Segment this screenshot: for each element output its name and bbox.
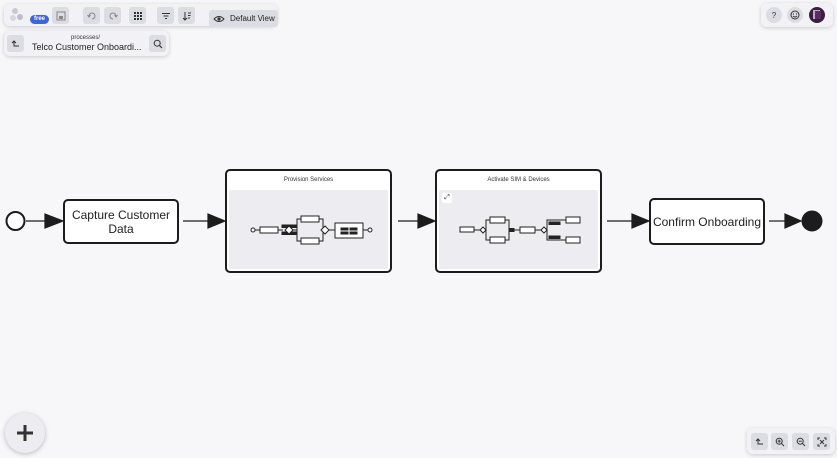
start-event[interactable] xyxy=(5,211,26,231)
reset-view-button[interactable] xyxy=(751,433,768,450)
view-label: Default View xyxy=(230,14,275,23)
save-icon xyxy=(56,11,65,20)
zoom-out-icon xyxy=(796,437,805,446)
subprocess-preview: ⤢ xyxy=(439,190,598,269)
user-controls: ? xyxy=(761,3,833,27)
save-button[interactable] xyxy=(52,7,69,24)
zoom-in-button[interactable] xyxy=(771,433,788,450)
help-icon: ? xyxy=(771,10,777,20)
task-confirm-onboarding[interactable]: Confirm Onboarding xyxy=(649,198,765,245)
zoom-out-button[interactable] xyxy=(792,433,809,450)
back-icon xyxy=(755,437,763,444)
view-selector[interactable]: Default View xyxy=(209,10,278,27)
task-label-line2: Data xyxy=(108,221,134,236)
eye-icon xyxy=(213,15,225,22)
zoom-controls xyxy=(747,428,835,454)
task-label-line1: Capture Customer xyxy=(71,207,171,222)
search-button[interactable] xyxy=(149,35,166,52)
filter-button[interactable] xyxy=(157,7,174,24)
filter-icon xyxy=(161,12,170,19)
fit-view-button[interactable] xyxy=(813,433,830,450)
task-capture-customer-data[interactable]: Capture Customer Data xyxy=(63,199,179,244)
task-label: Confirm Onboarding xyxy=(652,214,762,229)
end-event[interactable] xyxy=(801,210,823,232)
undo-icon xyxy=(86,12,95,19)
process-name[interactable]: Telco Customer Onboardi... xyxy=(32,42,142,52)
redo-button[interactable] xyxy=(104,7,121,24)
plus-icon xyxy=(17,425,33,441)
expand-icon[interactable]: ⤢ xyxy=(442,193,452,203)
undo-button[interactable] xyxy=(83,7,100,24)
subprocess-title: Provision Services xyxy=(283,177,334,183)
logo-icon[interactable] xyxy=(9,7,27,28)
redo-icon xyxy=(109,12,118,19)
sort-icon xyxy=(182,11,191,21)
feedback-button[interactable] xyxy=(787,7,803,23)
zoom-in-icon xyxy=(775,437,784,446)
search-icon xyxy=(153,39,162,48)
fit-icon xyxy=(817,437,826,446)
main-toolbar: free Default View xyxy=(4,4,278,28)
process-breadcrumb-bar xyxy=(4,31,169,56)
subprocess-title: Activate SIM & Devices xyxy=(487,177,550,183)
back-button[interactable] xyxy=(7,35,24,52)
process-path-prefix: processes/ xyxy=(71,35,101,41)
avatar[interactable] xyxy=(809,7,825,23)
plan-badge: free xyxy=(30,15,50,24)
subprocess-activate-sim-devices[interactable]: Activate SIM & Devices ⤢ xyxy=(435,169,602,273)
sort-button[interactable] xyxy=(178,7,195,24)
add-element-button[interactable] xyxy=(5,413,45,453)
grid-icon xyxy=(133,11,142,20)
subprocess-provision-services[interactable]: Provision Services xyxy=(225,169,392,273)
smiley-icon xyxy=(790,10,800,20)
subprocess-preview xyxy=(229,190,388,269)
back-icon xyxy=(11,39,19,46)
help-button[interactable]: ? xyxy=(766,7,782,23)
grid-button[interactable] xyxy=(129,7,146,24)
